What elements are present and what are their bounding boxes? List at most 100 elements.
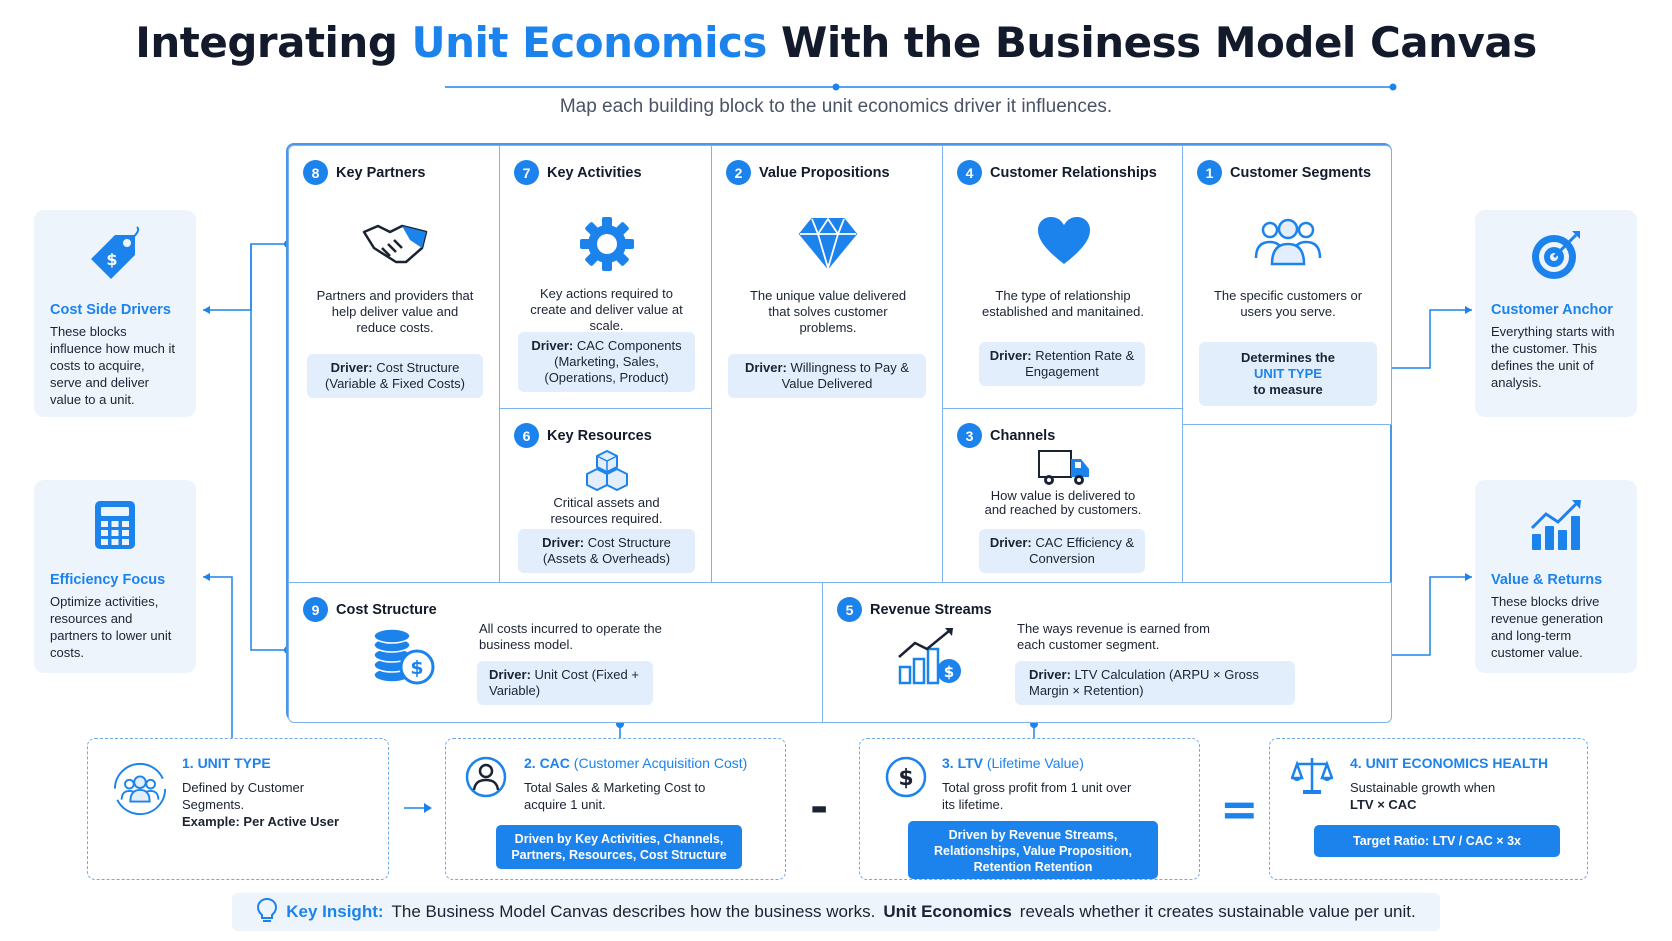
block-number: 3	[957, 423, 982, 448]
lightbulb-icon	[256, 897, 278, 928]
driver-box: Driver: CAC Efficiency & Conversion	[979, 529, 1145, 573]
page-title: Integrating Unit Economics With the Busi…	[135, 18, 1537, 67]
driver-box: Driver: LTV Calculation (ARPU × Gross Ma…	[1015, 661, 1295, 705]
block-number: 8	[303, 160, 328, 185]
block-title: Revenue Streams	[870, 601, 992, 618]
block-revenue-streams: 5 Revenue Streams $ The ways revenue is e…	[822, 582, 1392, 723]
delivery-truck-icon	[943, 449, 1184, 487]
block-description: The specific customers or users you serv…	[1213, 288, 1363, 319]
customer-anchor-card: Customer Anchor Everything starts with t…	[1475, 210, 1637, 417]
block-key-resources: 6 Key Resources Critical assets and resou…	[499, 408, 712, 583]
coins-icon: $	[369, 627, 439, 685]
formula-unit-type: 1. UNIT TYPE Defined by Customer Segment…	[87, 738, 389, 880]
minus-operator: -	[810, 782, 829, 833]
block-title: Key Activities	[547, 164, 642, 181]
insight-text: The Business Model Canvas describes how …	[391, 902, 876, 921]
driver-box: Driver: Willingness to Pay & Value Deliv…	[728, 354, 926, 398]
cac-drivers-button[interactable]: Driven by Key Activities, Channels, Part…	[496, 825, 742, 869]
block-number: 9	[303, 597, 328, 622]
dollar-circle-icon: $	[884, 755, 928, 799]
page-subtitle: Map each building block to the unit econ…	[559, 96, 1113, 117]
calculator-icon	[50, 494, 180, 556]
block-title: Channels	[990, 427, 1056, 444]
driver-box: Driver: Cost Structure (Variable & Fixed…	[307, 354, 483, 398]
block-title: Value Propositions	[759, 164, 890, 181]
block-description: How value is delivered to and reached by…	[984, 488, 1142, 517]
cost-side-drivers-card: $ Cost Side Drivers These blocks influen…	[34, 210, 196, 417]
block-number: 7	[514, 160, 539, 185]
driver-box: Driver: Unit Cost (Fixed + Variable)	[477, 661, 653, 705]
formula-cac: 2. CAC (Customer Acquisition Cost) Total…	[445, 738, 786, 880]
formula-title: 4. UNIT ECONOMICS HEALTH	[1350, 755, 1549, 771]
gear-icon	[500, 216, 713, 272]
formula-text: Total gross profit from 1 unit over its …	[942, 780, 1132, 812]
formula-title: 3. LTV (Lifetime Value)	[942, 755, 1084, 771]
users-circle-icon	[112, 761, 168, 817]
formula-text: Total Sales & Marketing Cost to acquire …	[524, 780, 706, 812]
target-ratio-button[interactable]: Target Ratio: LTV / CAC × 3x	[1314, 825, 1560, 857]
block-title: Customer Segments	[1230, 164, 1372, 181]
block-number: 6	[514, 423, 539, 448]
block-title: Customer Relationships	[990, 164, 1157, 181]
svg-text:$: $	[410, 657, 423, 679]
block-description: Critical assets and resources required.	[550, 495, 663, 526]
key-insight-banner: Key Insight: The Business Model Canvas d…	[232, 893, 1440, 931]
block-number: 2	[726, 160, 751, 185]
formula-text: Defined by Customer Segments.Example: Pe…	[182, 780, 340, 829]
price-tag-icon: $	[50, 224, 180, 286]
block-number: 5	[837, 597, 862, 622]
svg-text:$: $	[106, 250, 117, 269]
side-text: Optimize activities, resources and partn…	[50, 594, 172, 660]
block-title: Key Resources	[547, 427, 652, 444]
cubes-icon	[500, 449, 713, 493]
block-description: Partners and providers that help deliver…	[316, 288, 474, 335]
formula-title: 1. UNIT TYPE	[182, 755, 271, 771]
side-title: Customer Anchor	[1491, 302, 1613, 318]
block-title: Cost Structure	[336, 601, 437, 618]
block-number: 1	[1197, 160, 1222, 185]
side-text: These blocks influence how much it costs…	[50, 324, 176, 407]
block-customer-segments: 1 Customer Segments The specific customer…	[1182, 145, 1392, 425]
block-number: 4	[957, 160, 982, 185]
side-text: These blocks drive revenue generation an…	[1491, 594, 1604, 660]
formula-title: 2. CAC (Customer Acquisition Cost)	[524, 755, 748, 771]
efficiency-focus-card: Efficiency Focus Optimize activities, re…	[34, 480, 196, 673]
driver-box: Driver: Retention Rate & Engagement	[979, 342, 1145, 386]
block-description: The ways revenue is earned from each cus…	[1017, 621, 1210, 652]
side-text: Everything starts with the customer. Thi…	[1491, 324, 1615, 390]
side-title: Efficiency Focus	[50, 572, 166, 588]
revenue-chart-icon: $	[895, 627, 965, 687]
target-icon	[1491, 224, 1621, 286]
block-description: Key actions required to create and deliv…	[530, 286, 683, 333]
diamond-icon	[712, 216, 944, 270]
svg-text:$: $	[898, 766, 913, 791]
heart-icon	[943, 216, 1184, 266]
side-title: Value & Returns	[1491, 572, 1603, 588]
side-title: Cost Side Drivers	[50, 302, 171, 318]
block-channels: 3 Channels How value is delivered to and …	[942, 408, 1183, 583]
insight-text-end: reveals whether it creates sustainable v…	[1019, 902, 1416, 921]
block-customer-relationships: 4 Customer Relationships The type of rela…	[942, 145, 1183, 409]
block-key-activities: 7 Key Activities Key actions required to …	[499, 145, 712, 409]
formula-ltv: $ 3. LTV (Lifetime Value) Total gross pr…	[859, 738, 1200, 880]
equals-operator: =	[1220, 782, 1259, 836]
block-description: The type of relationship established and…	[982, 288, 1144, 319]
block-description: All costs incurred to operate the busine…	[479, 621, 662, 652]
svg-text:$: $	[944, 663, 954, 681]
ltv-drivers-button[interactable]: Driven by Revenue Streams, Relationships…	[908, 821, 1158, 879]
driver-box: Driver: Cost Structure (Assets & Overhea…	[518, 529, 695, 573]
handshake-icon	[289, 218, 501, 268]
user-circle-icon	[464, 755, 508, 799]
user-group-icon	[1183, 216, 1393, 266]
insight-label: Key Insight:	[286, 902, 384, 921]
block-description: The unique value delivered that solves c…	[749, 288, 907, 335]
formula-health: 4. UNIT ECONOMICS HEALTH Sustainable gro…	[1269, 738, 1588, 880]
driver-box: Driver: CAC Components (Marketing, Sales…	[518, 332, 695, 392]
block-value-propositions: 2 Value Propositions The unique value del…	[711, 145, 943, 583]
growth-chart-icon	[1491, 494, 1621, 556]
block-cost-structure: 9 Cost Structure $ All costs incurred to …	[288, 582, 823, 723]
